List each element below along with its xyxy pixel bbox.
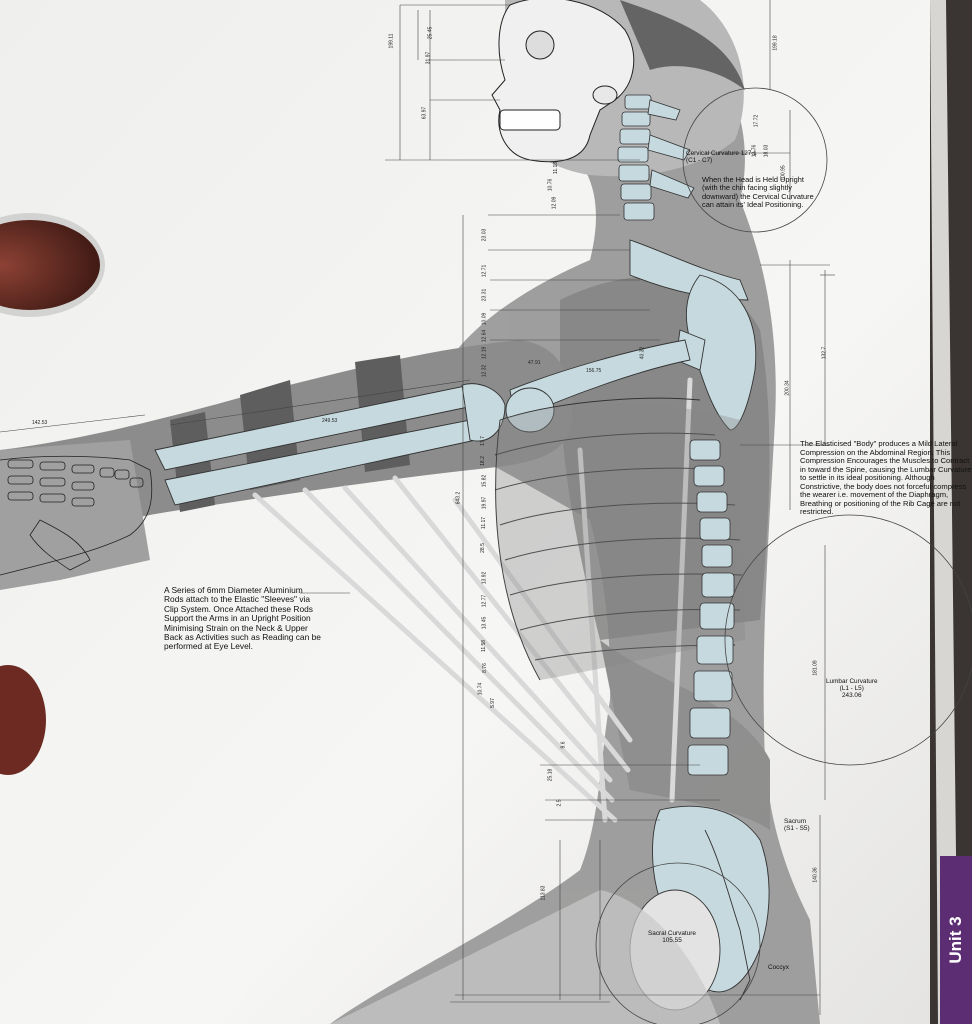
cervical-curvature-label: Cervical Curvature 127.1(C1 - C7)	[686, 150, 757, 164]
dimension-label: 113.83	[540, 885, 547, 901]
dimension-label: 11.17	[481, 516, 488, 530]
dimension-label: 23.03	[481, 228, 488, 242]
sacrum-label: Sacrum(S1 - S5)	[784, 818, 810, 832]
rib-cage-lower	[495, 403, 745, 680]
curvature-circles	[595, 87, 972, 1024]
body-compression-note: The Elasticised "Body" produces a Mild L…	[800, 439, 972, 516]
dimension-label: 13.45	[481, 616, 488, 630]
dimension-label: 2.5	[556, 799, 563, 807]
dimension-label: 12.19	[481, 346, 488, 360]
dimension-label: 142.53	[32, 420, 48, 426]
dimension-label: 643.2	[455, 491, 462, 505]
dimension-label: 18.2	[479, 456, 486, 466]
dimension-label: 25.45	[427, 26, 434, 40]
dimension-label: 10.09	[481, 312, 488, 326]
unit-tab: Unit 3	[940, 856, 972, 1024]
lumbar-curvature-label: Lumbar Curvature(L1 - L5)243.06	[826, 678, 878, 699]
dimension-label: 10.76	[547, 178, 554, 192]
dimension-label: 249.53	[322, 418, 338, 424]
coccyx-label: Coccyx	[768, 964, 789, 971]
dimension-label: 12.09	[551, 196, 558, 210]
dimension-label: 199.11	[388, 33, 395, 49]
finger-top	[0, 220, 100, 310]
dimension-label: 19.97	[481, 496, 488, 510]
hand-bones	[0, 455, 153, 576]
dimension-label: 5.97	[489, 698, 496, 708]
finger-bottom	[0, 665, 46, 775]
dimension-lines	[0, 0, 835, 1015]
support-rods	[252, 377, 693, 823]
cervical-note: When the Head is Held Upright (with the …	[702, 175, 814, 209]
dimension-label: 8.76	[481, 663, 488, 673]
arm-bones	[154, 339, 691, 506]
dimension-label: 10.74	[477, 682, 484, 696]
dimension-label: 17.72	[753, 114, 760, 128]
dimension-label: 12.64	[481, 329, 488, 343]
thoracic-lumbar-spine	[687, 439, 735, 776]
dimension-label: 47.91	[528, 360, 541, 366]
dimension-label: 17.7	[479, 436, 486, 446]
dimension-label: 18.03	[763, 144, 770, 158]
dimension-label: 28.5	[479, 543, 486, 553]
dimension-label: 11.18	[553, 161, 560, 175]
dimension-label: 40.32	[639, 346, 646, 360]
unit-tab-label: Unit 3	[946, 916, 965, 964]
cervical-spine	[617, 94, 695, 221]
dimension-label: 31.97	[425, 51, 432, 65]
dimension-label: 12.77	[481, 594, 488, 608]
dimension-label: 132.7	[821, 346, 828, 360]
dimension-label: 13.92	[481, 571, 488, 585]
dimension-label: 63.97	[421, 106, 428, 120]
dimension-label: 9.6	[560, 741, 567, 749]
dimension-label: 199.18	[772, 35, 779, 51]
dimension-label: 23.31	[481, 288, 488, 302]
dimension-label: 11.58	[481, 639, 488, 653]
dimension-label: 25.18	[547, 768, 554, 782]
leg-silhouette	[330, 890, 720, 1024]
dimension-label: 12.71	[481, 264, 488, 278]
dimension-label: 15.82	[481, 474, 488, 488]
dimension-label: 200.34	[784, 380, 791, 396]
dimension-label: 181.09	[812, 660, 819, 676]
dimension-label: 156.75	[586, 368, 602, 374]
dimension-label: 140.36	[812, 867, 819, 883]
dimension-label: 12.32	[481, 364, 488, 378]
skull	[491, 0, 635, 163]
aluminium-rods-note: A Series of 6mm Diameter Aluminium Rods …	[164, 585, 321, 652]
